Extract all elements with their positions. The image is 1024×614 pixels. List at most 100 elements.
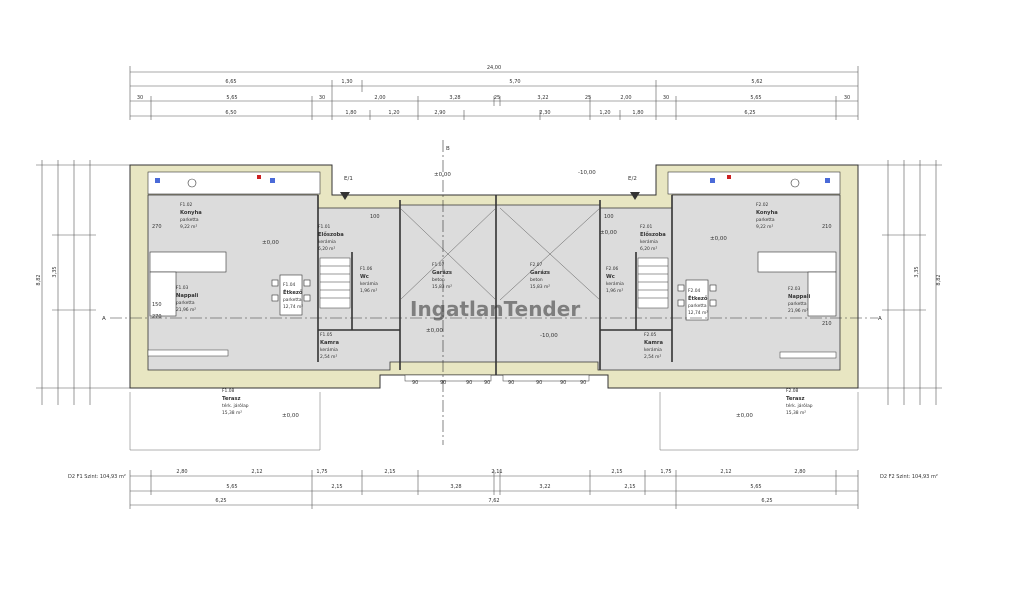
level-mark: ±0,00 — [282, 413, 299, 419]
svg-text:Étkező: Étkező — [688, 294, 708, 302]
window-marker-icon — [155, 178, 160, 183]
entrance-arrow-icon — [340, 192, 350, 200]
dim-bottom: 2,15 — [384, 469, 395, 475]
svg-text:parketta: parketta — [788, 301, 807, 307]
dim-top: 6,65 — [225, 79, 236, 85]
svg-text:Kamra: Kamra — [644, 340, 663, 346]
room-f1-03: F1.03 Nappali parketta 21,96 m² — [176, 285, 199, 313]
dim-top: 5,65 — [750, 95, 761, 101]
svg-text:F1.03: F1.03 — [176, 285, 189, 291]
window-marker-icon — [825, 178, 830, 183]
opening-size: 90 — [536, 380, 542, 386]
room-f2-05: F2.05 Kamra kerámia 2,54 m² — [644, 332, 663, 360]
dim-top: 30 — [137, 95, 143, 101]
dim-top: 1,80 — [632, 110, 643, 116]
entrance-mark-left: E/1 — [344, 176, 353, 182]
room-f1-01: F1.01 Előszoba kerámia 6,20 m² — [318, 224, 344, 252]
level-mark: -10,00 — [540, 333, 558, 339]
dim-top: 25 — [494, 95, 500, 101]
svg-text:6,20 m²: 6,20 m² — [640, 246, 657, 252]
stairs-right — [637, 257, 669, 309]
svg-text:kerámia: kerámia — [606, 280, 624, 287]
svg-text:kerámia: kerámia — [360, 280, 378, 287]
svg-text:Wc: Wc — [606, 274, 615, 280]
interior-walls — [317, 195, 673, 375]
stairs-left — [319, 257, 351, 309]
opening-size: 90 — [508, 380, 514, 386]
level-mark: ±0,00 — [262, 240, 279, 246]
opening-size: 90 — [484, 380, 490, 386]
area-note-left: D2 F1 Szint: 104,93 m² — [68, 474, 126, 480]
svg-text:kerámia: kerámia — [318, 238, 336, 245]
svg-text:2,54 m²: 2,54 m² — [644, 354, 661, 360]
svg-text:F1.05: F1.05 — [320, 332, 333, 338]
dim-top: 2,00 — [620, 95, 631, 101]
dim-right-height: 3,35 — [914, 266, 920, 277]
dim-top: 1,30 — [341, 79, 352, 85]
svg-text:15,38 m²: 15,38 m² — [786, 410, 806, 416]
top-dimension-texts: 24,00 6,65 1,30 5,70 5,62 30 5,65 30 2,0… — [137, 65, 850, 116]
level-mark: -10,00 — [578, 170, 596, 176]
section-label-right: A — [878, 316, 882, 322]
svg-text:F2.05: F2.05 — [644, 332, 657, 338]
level-mark: ±0,00 — [710, 236, 727, 242]
room-f2-08: F2.08 Terasz térk. járólap 15,38 m² — [786, 388, 813, 416]
opening-size: 90 — [440, 380, 446, 386]
room-f2-07: F2.07 Garázs beton 15,83 m² — [530, 262, 550, 290]
svg-text:Garázs: Garázs — [432, 269, 452, 276]
room-f1-07: F1.07 Garázs beton 15,83 m² — [432, 262, 452, 290]
section-label-vert: B — [446, 146, 450, 152]
dim-bottom: 2,80 — [794, 469, 805, 475]
entrance-arrow-icon — [630, 192, 640, 200]
door-height: 210 — [822, 224, 832, 230]
dim-bottom: 2,11 — [491, 469, 502, 475]
dim-right-outer: 8,82 — [936, 274, 942, 285]
opening-size: 90 — [580, 380, 586, 386]
svg-text:F2.08: F2.08 — [786, 388, 799, 394]
door-width: 100 — [604, 214, 614, 220]
dim-bottom: 5,65 — [750, 484, 761, 490]
dim-top: 3,28 — [449, 95, 460, 101]
dim-bottom: 2,15 — [611, 469, 622, 475]
svg-text:F2.03: F2.03 — [788, 286, 801, 292]
svg-text:Kamra: Kamra — [320, 340, 339, 346]
terrace-right — [659, 392, 859, 451]
room-f1-02: F1.02 Konyha parketta 9,22 m² — [180, 202, 202, 230]
window-sill-left — [147, 349, 229, 357]
dim-bottom: 2,80 — [176, 469, 187, 475]
section-label-left: A — [102, 316, 106, 322]
dining-table-left — [271, 274, 311, 316]
svg-text:térk. járólap: térk. járólap — [222, 402, 249, 409]
svg-text:9,22 m²: 9,22 m² — [180, 224, 197, 230]
svg-text:Étkező: Étkező — [283, 288, 303, 296]
dim-bottom: 2,15 — [331, 484, 342, 490]
svg-text:6,20 m²: 6,20 m² — [318, 246, 335, 252]
svg-text:Garázs: Garázs — [530, 269, 550, 276]
sink-icon — [790, 178, 800, 188]
entrance-mark-right: E/2 — [628, 176, 637, 182]
svg-text:21,96 m²: 21,96 m² — [176, 307, 196, 313]
dim-left-height: 3,35 — [52, 266, 58, 277]
dim-bottom: 2,15 — [624, 484, 635, 490]
svg-text:kerámia: kerámia — [644, 346, 662, 353]
interior-floor — [147, 194, 841, 371]
svg-text:Terasz: Terasz — [786, 396, 805, 402]
room-f2-04: F2.04 Étkező parketta 12,74 m² — [688, 288, 708, 316]
svg-text:F2.01: F2.01 — [640, 224, 653, 230]
room-f1-06: F1.06 Wc kerámia 1,96 m² — [360, 266, 378, 294]
svg-text:Terasz: Terasz — [222, 396, 241, 402]
svg-text:15,38 m²: 15,38 m² — [222, 410, 242, 416]
boiler-marker-icon — [727, 175, 731, 179]
dim-top: 5,65 — [226, 95, 237, 101]
dim-top: 5,70 — [509, 79, 520, 85]
garage-door-left — [404, 374, 492, 382]
svg-text:2,54 m²: 2,54 m² — [320, 354, 337, 360]
svg-text:F2.07: F2.07 — [530, 262, 543, 268]
svg-text:kerámia: kerámia — [640, 238, 658, 245]
door-height: 270 — [152, 314, 162, 320]
dim-top: 30 — [844, 95, 850, 101]
svg-text:Nappali: Nappali — [788, 294, 811, 300]
room-f2-06: F2.06 Wc kerámia 1,96 m² — [606, 266, 624, 294]
svg-text:beton: beton — [530, 277, 543, 283]
